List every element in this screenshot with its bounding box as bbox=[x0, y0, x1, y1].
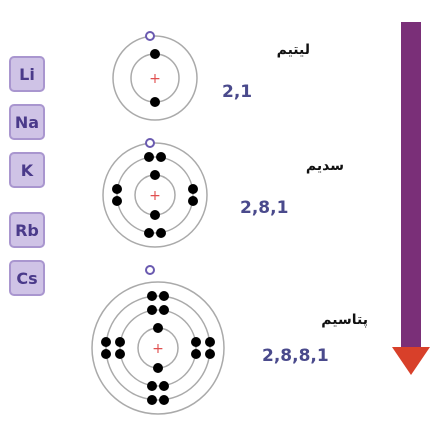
electron bbox=[101, 349, 111, 359]
shell-3 bbox=[119, 309, 197, 387]
electron bbox=[147, 305, 157, 315]
electron bbox=[150, 97, 160, 107]
electron bbox=[156, 228, 166, 238]
electron bbox=[153, 323, 163, 333]
element-cs[interactable]: Cs bbox=[9, 260, 45, 296]
electron bbox=[115, 349, 125, 359]
atom-name-potassium: پتاسيم bbox=[262, 310, 374, 330]
electron bbox=[150, 49, 160, 59]
atom-lithium: + bbox=[112, 31, 198, 121]
electron bbox=[159, 381, 169, 391]
element-li[interactable]: Li bbox=[9, 56, 45, 92]
electron bbox=[112, 196, 122, 206]
valence-electron-marker bbox=[145, 265, 155, 275]
valence-electron-marker bbox=[145, 31, 155, 41]
electron bbox=[150, 210, 160, 220]
shell-1 bbox=[91, 281, 225, 415]
atom-sodium: + bbox=[102, 138, 208, 248]
electron bbox=[112, 184, 122, 194]
arrow-head bbox=[392, 347, 430, 375]
electron bbox=[159, 305, 169, 315]
atom-name-sodium: سديم bbox=[238, 156, 350, 176]
electron bbox=[156, 152, 166, 162]
electron bbox=[153, 363, 163, 373]
config-potassium: 2,8,8,1 bbox=[262, 346, 329, 366]
shell-2 bbox=[116, 156, 194, 234]
element-rb[interactable]: Rb bbox=[9, 212, 45, 248]
atom-potassium: + bbox=[91, 265, 225, 415]
electron bbox=[159, 395, 169, 405]
electron bbox=[147, 381, 157, 391]
electron bbox=[188, 196, 198, 206]
electron bbox=[144, 228, 154, 238]
electron bbox=[205, 349, 215, 359]
electron bbox=[205, 337, 215, 347]
electron bbox=[191, 349, 201, 359]
atom-name-lithium: ليتيم bbox=[204, 40, 316, 60]
config-lithium: 2,1 bbox=[222, 82, 253, 102]
electron bbox=[191, 337, 201, 347]
electron bbox=[150, 170, 160, 180]
element-k[interactable]: K bbox=[9, 152, 45, 188]
shell-2 bbox=[105, 295, 211, 401]
config-sodium: 2,8,1 bbox=[240, 198, 289, 218]
electron bbox=[147, 291, 157, 301]
electron bbox=[159, 291, 169, 301]
nucleus: + bbox=[149, 188, 161, 204]
trend-arrow bbox=[392, 22, 430, 375]
electron bbox=[115, 337, 125, 347]
valence-electron-marker bbox=[145, 138, 155, 148]
electron bbox=[101, 337, 111, 347]
nucleus: + bbox=[152, 341, 164, 357]
electron bbox=[147, 395, 157, 405]
nucleus: + bbox=[149, 71, 161, 87]
electron bbox=[144, 152, 154, 162]
arrow-shaft bbox=[401, 22, 421, 347]
electron bbox=[188, 184, 198, 194]
element-na[interactable]: Na bbox=[9, 104, 45, 140]
